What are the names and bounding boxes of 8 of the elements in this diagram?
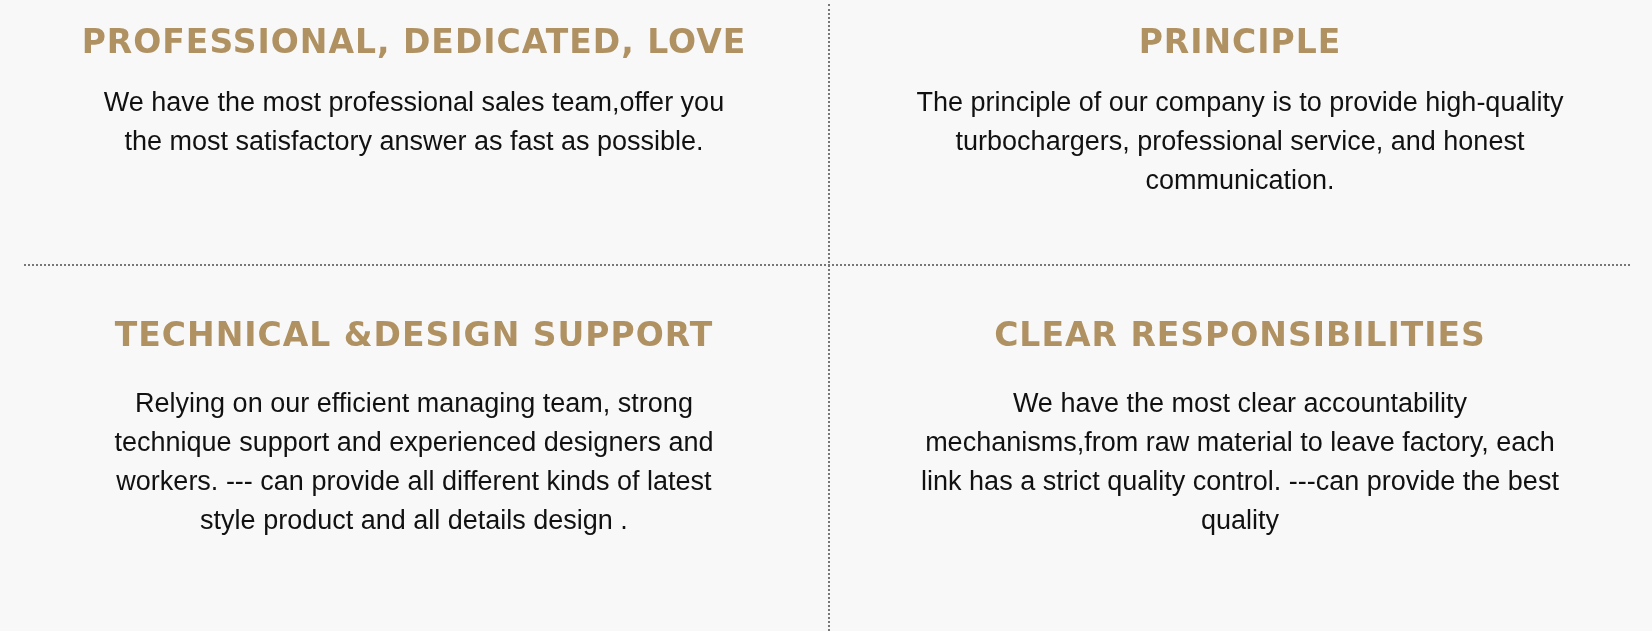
- section-text: We have the most clear accountability mechanisms,from raw material to leave factory, each link has a strict quality control. ---can provide the best quality: [920, 387, 1560, 537]
- section-text: The principle of our company is to provide high-quality turbochargers, professional service, and honest communication.: [915, 86, 1565, 197]
- section-heading: PRINCIPLE: [1138, 22, 1342, 61]
- section-heading: PROFESSIONAL, DEDICATED, LOVE: [81, 22, 747, 61]
- section-text: Relying on our efficient managing team, strong technique support and experienced designers and workers. --- can provide all different kinds of latest style product and all details design .: [113, 387, 715, 537]
- section-heading: TECHNICAL &DESIGN SUPPORT: [114, 315, 714, 354]
- section-text: We have the most professional sales team,offer you the most satisfactory answer as fast as possible.: [102, 86, 726, 158]
- section-heading: CLEAR RESPONSIBILITIES: [994, 315, 1486, 354]
